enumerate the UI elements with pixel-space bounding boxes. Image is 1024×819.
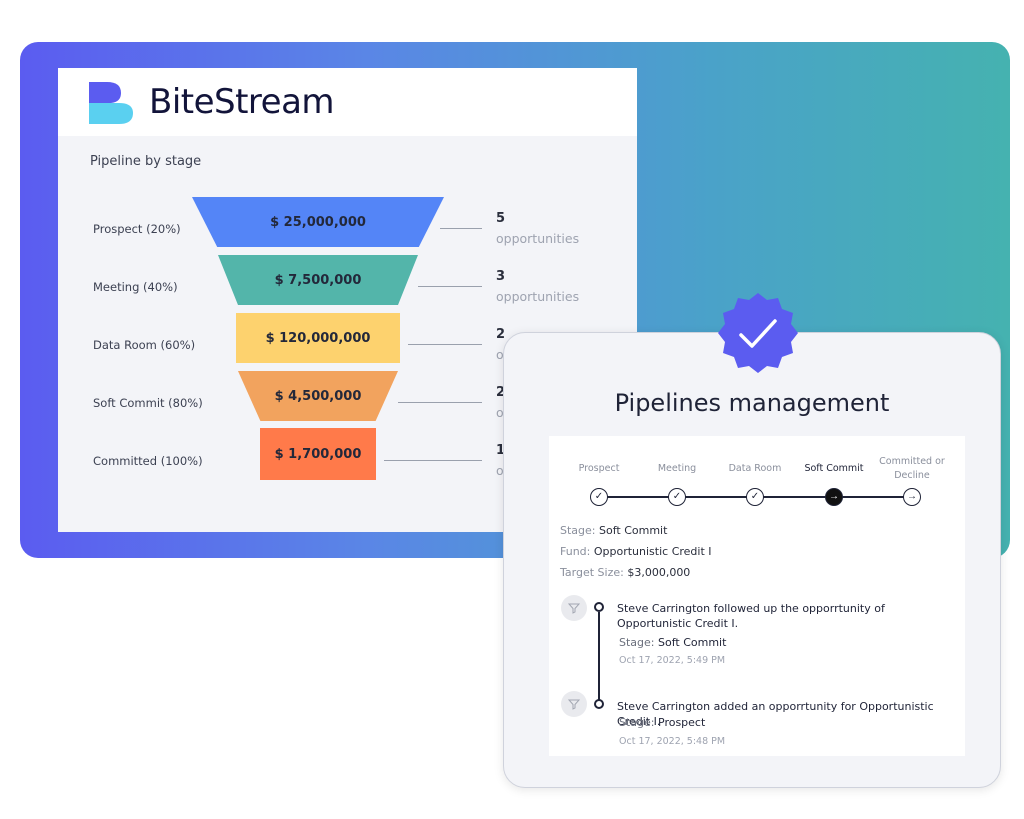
step-prospect-check-icon[interactable]: ✓ [590,488,608,506]
stage-label-committed: Committed (100%) [93,454,203,468]
detail-stage: Stage: Soft Commit [560,524,667,537]
timeline-dot [594,602,604,612]
opportunity-count: 5 [496,211,506,226]
step-label-prospect: Prospect [578,463,620,474]
stage-amount: $ 25,000,000 [270,214,366,230]
management-title: Pipelines management [614,389,890,417]
opportunity-unit: opportunities [496,231,580,246]
timeline-dot [594,699,604,709]
activity-time: Oct 17, 2022, 5:49 PM [619,655,726,666]
opportunity-count: 3 [496,269,506,284]
step-label-data-room: Data Room [728,463,782,474]
verified-badge-icon [718,293,798,373]
detail-stage-value: Soft Commit [599,524,668,537]
detail-target-size: Target Size: $3,000,000 [560,566,690,579]
stage-amount: $ 7,500,000 [274,272,362,288]
step-label-meeting: Meeting [657,463,697,474]
stage-amount: $ 4,500,000 [274,388,362,404]
opportunity-count: 1 [496,443,506,458]
step-label-soft-commit: Soft Commit [804,463,864,474]
activity-text: Steve Carrington followed up the opporrt… [617,602,885,630]
opportunity-count: 2 [496,385,506,400]
activity-time: Oct 17, 2022, 5:48 PM [619,736,726,747]
funnel-segment-soft-commit[interactable]: $ 4,500,000 [238,371,398,421]
step-label-committed-or-decline: Committed or Decline [879,456,945,481]
timeline-line [598,612,600,704]
bitestream-logo-icon [89,82,133,124]
activity-stage-label: Stage: [619,716,655,729]
step-committed-arrow-icon[interactable]: → [903,488,921,506]
connector-line [440,228,482,229]
pipelines-management-card: Pipelines management Prospect Meeting Da… [503,332,1001,788]
step-soft-commit-arrow-icon[interactable]: → [825,488,843,506]
funnel-segment-data-room[interactable]: $ 120,000,000 [236,313,400,363]
funnel-icon [561,595,587,621]
stage-label-data-room: Data Room (60%) [93,338,196,352]
funnel-icon [561,691,587,717]
activity-stage: Stage: Soft Commit [619,636,726,649]
opportunity-unit: opportunities [496,289,580,304]
stage-label-prospect: Prospect (20%) [93,222,181,236]
funnel-segment-prospect[interactable]: $ 25,000,000 [192,197,444,247]
stage-amount: $ 1,700,000 [274,446,362,462]
brand-name: BiteStream [149,82,335,122]
stage-amount: $ 120,000,000 [265,330,371,346]
detail-stage-label: Stage: [560,524,596,537]
brand-header: BiteStream [58,68,637,136]
opportunity-panel: Prospect Meeting Data Room Soft Commit C… [549,436,965,756]
activity-stage-value: Prospect [658,716,706,729]
activity-stage-value: Soft Commit [658,636,727,649]
step-data-room-check-icon[interactable]: ✓ [746,488,764,506]
pipeline-card: BiteStream Pipeline by stage Prospect (2… [58,68,637,532]
connector-line [384,460,482,461]
detail-fund-label: Fund: [560,545,591,558]
detail-fund-value: Opportunistic Credit I [593,545,712,558]
activity-text: Steve Carrington added an opporrtunity f… [617,700,934,728]
activity-stage: Stage: Prospect [619,716,705,729]
step-meeting-check-icon[interactable]: ✓ [668,488,686,506]
connector-line [418,286,482,287]
detail-fund: Fund: Opportunistic Credit I [560,545,712,558]
connector-line [398,402,482,403]
funnel-segment-meeting[interactable]: $ 7,500,000 [218,255,418,305]
detail-size-label: Target Size: [560,566,624,579]
stage-label-meeting: Meeting (40%) [93,280,178,294]
connector-line [408,344,482,345]
opportunity-count: 2 [496,327,506,342]
pipeline-title: Pipeline by stage [90,154,202,169]
stage-label-soft-commit: Soft Commit (80%) [93,396,203,410]
detail-size-value: $3,000,000 [627,566,691,579]
activity-stage-label: Stage: [619,636,655,649]
funnel-segment-committed[interactable]: $ 1,700,000 [260,428,376,480]
